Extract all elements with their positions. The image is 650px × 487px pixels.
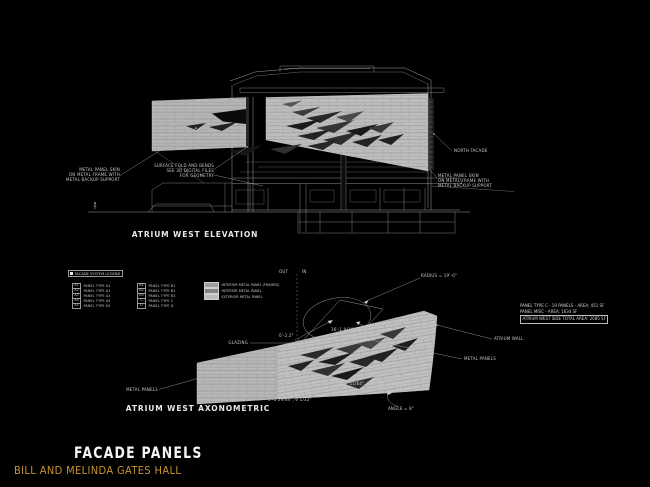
swatch-interior — [204, 288, 219, 294]
legend-label: PANEL TYPE A5 — [83, 304, 111, 309]
label-radius: RADIUS = 19'-0" — [421, 273, 457, 278]
legend-swatch-row: EXTERIOR METAL PANEL — [204, 294, 279, 300]
elevation-panel-left — [151, 97, 247, 152]
sheet-subtitle: BILL AND MELINDA GATES HALL — [14, 464, 182, 477]
legend-swatch-row: INTERIOR METAL PANEL (FRAMED) — [204, 282, 279, 288]
swatch-exterior — [204, 294, 219, 300]
label-dim-bottom-right: 34'-7 11/64", 2'-2 7/8", 26 3/64" — [337, 381, 408, 386]
legend-label: PANEL TYPE B3 — [148, 293, 176, 298]
sheet-title: FACADE PANELS — [74, 443, 203, 462]
elevation-caption: ATRIUM WEST ELEVATION — [131, 230, 259, 239]
elevation-drawing — [88, 65, 515, 234]
elevation-note-surface-fold: SURFACE FOLD AND BENDS SEE 3D DIGITAL FI… — [154, 163, 214, 178]
legend-marker-icon — [70, 271, 74, 276]
scale-figure-icon — [93, 202, 97, 209]
elevation-note-metal-panel-right: METAL PANEL SKIN ON METAL FRAME WITH MET… — [438, 173, 493, 188]
legend-row: D PANEL TYPE D — [137, 303, 175, 310]
legend-code: D — [137, 303, 146, 310]
elevation-note-north-facade: NORTH FACADE — [454, 148, 488, 153]
legend-label: PANEL TYPE D — [148, 304, 174, 309]
label-dim-offset: 0'-2.2" — [279, 333, 294, 338]
label-metal-panels-right: METAL PANELS — [464, 356, 496, 361]
legend-label: PANEL TYPE A1 — [83, 283, 111, 288]
legend-label: PANEL TYPE A4 — [83, 299, 111, 304]
label-out: OUT — [279, 269, 289, 274]
stat-line: PANEL MISC - AREA: 1634 SF — [520, 309, 578, 315]
fold-wedges — [288, 327, 418, 389]
legend-swatches: INTERIOR METAL PANEL (FRAMED) INTERIOR M… — [204, 282, 279, 300]
legend-row: A5 PANEL TYPE A5 — [72, 303, 111, 310]
axonometric-caption: ATRIUM WEST AXONOMETRIC — [125, 404, 271, 413]
elevation-panel-middle — [209, 93, 429, 172]
label-atrium-wall: ATRIUM WALL — [494, 336, 524, 341]
facade-system-legend-title: FACADE SYSTEM LEGEND — [68, 270, 124, 277]
legend-column-b: B1 PANEL TYPE B1 B2 PANEL TYPE B2 B3 PAN… — [137, 282, 176, 310]
swatch-interior-framed — [204, 282, 219, 288]
legend-label: PANEL TYPE B1 — [148, 283, 176, 288]
swatch-label: EXTERIOR METAL PANEL — [221, 295, 263, 299]
panel-area-stats: PANEL TYPE C - 19 PANELS - AREA: 451 SF … — [520, 303, 609, 324]
legend-title-text: FACADE SYSTEM LEGEND — [74, 271, 121, 276]
legend-label: PANEL TYPE C — [148, 299, 174, 304]
label-angle: ANGLE = 8° — [388, 406, 415, 411]
label-dim-bottom-left: 3'-3 29/64", 6 1/32" — [268, 397, 312, 402]
axon-panel-left-wing — [196, 345, 278, 405]
legend-column-a: A1 PANEL TYPE A1 A2 PANEL TYPE A2 A3 PAN… — [72, 282, 111, 310]
label-metal-panels-left: METAL PANELS — [126, 387, 158, 392]
label-in: IN — [302, 269, 307, 274]
swatch-label: INTERIOR METAL PANEL — [221, 289, 262, 293]
stat-line: PANEL TYPE C - 19 PANELS - AREA: 451 SF — [520, 303, 605, 308]
axon-panel-right-wing — [276, 310, 438, 400]
elevation-note-metal-panel-left: METAL PANEL SKIN ON METAL FRAME WITH MET… — [65, 167, 120, 182]
label-glazing: GLAZING — [228, 340, 248, 345]
legend-label: PANEL TYPE B2 — [148, 288, 176, 293]
fold-wedges — [209, 100, 404, 156]
axonometric-drawing — [158, 274, 493, 408]
legend-code: A5 — [72, 303, 81, 310]
stat-total-boxed: ATRIUM WEST SIDE TOTAL AREA: 2085 SF — [520, 315, 609, 324]
legend-label: PANEL TYPE A2 — [83, 288, 111, 293]
legend-label: PANEL TYPE A3 — [83, 293, 111, 298]
swatch-label: INTERIOR METAL PANEL (FRAMED) — [221, 283, 280, 287]
label-dim-mid: 36'-1 9/16", 2'-2" — [331, 327, 369, 332]
legend-swatch-row: INTERIOR METAL PANEL — [204, 288, 279, 294]
